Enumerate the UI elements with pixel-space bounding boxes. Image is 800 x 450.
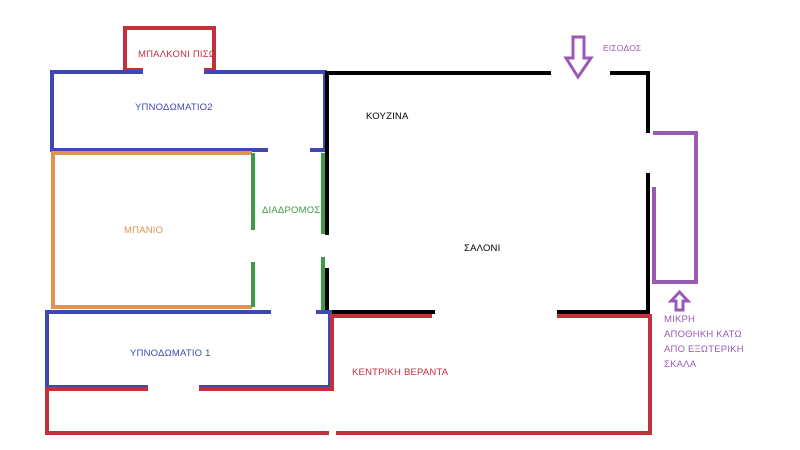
bathroom-walls: [51, 151, 252, 309]
label-corridor: ΔΙΑΔΡΟΜΟΣ: [262, 205, 321, 216]
label-bedroom2: ΥΠΝΟΔΩΜΑΤΙΟ2: [135, 102, 213, 113]
label-kitchen: ΚΟΥΖΙΝΑ: [366, 111, 409, 122]
label-living-room: ΣΑΛΟΝΙ: [464, 243, 501, 254]
veranda-walls: [45, 314, 652, 435]
entrance-arrow-icon: [563, 35, 594, 80]
storage-walls: [652, 131, 698, 284]
label-bathroom: ΜΠΑΝΙΟ: [124, 225, 164, 236]
storage-arrow-icon: [667, 289, 692, 312]
label-main-veranda: ΚΕΝΤΡΙΚΗ ΒΕΡΑΝΤΑ: [352, 367, 449, 378]
corridor-walls: [251, 153, 325, 312]
label-storage: ΜΙΚΡΗ ΑΠΟΘΗΚΗ ΚΑΤΩ ΑΠΟ ΕΞΩΤΕΡΙΚΗ ΣΚΑΛΑ: [664, 314, 744, 370]
label-back-balcony: ΜΠΑΛΚΟΝΙ ΠΙΣΩ: [138, 49, 217, 60]
label-entrance: ΕΙΣΟΔΟΣ: [603, 43, 642, 53]
label-bedroom1: ΥΠΝΟΔΩΜΑΤΙΟ 1: [130, 348, 211, 359]
main-walls: [325, 71, 650, 314]
